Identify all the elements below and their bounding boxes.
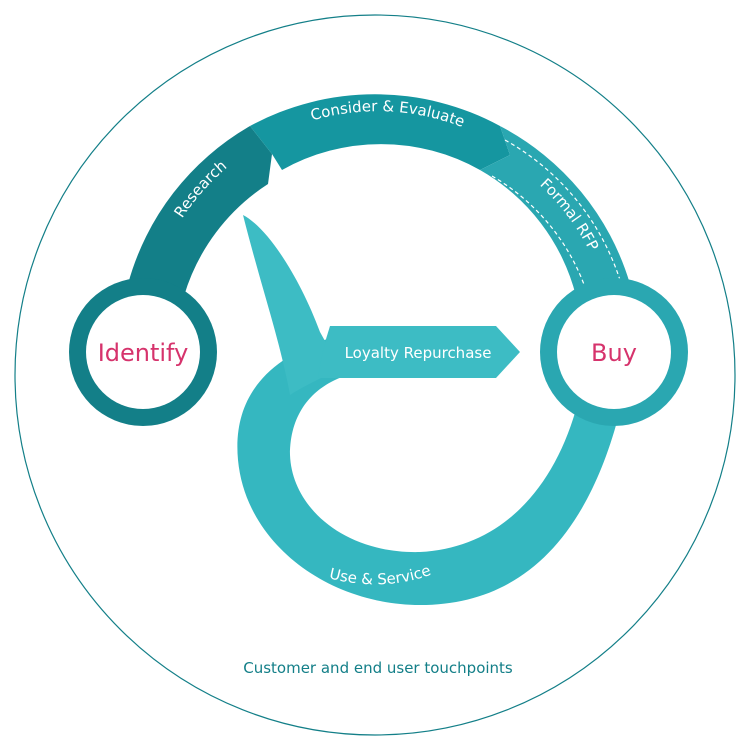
identify-label: Identify (98, 339, 189, 367)
research-segment (128, 126, 272, 296)
formal-rfp-dashed-outline (491, 139, 621, 291)
loyalty-sweep (243, 215, 340, 395)
touchpoints-boundary (14, 14, 736, 736)
formal-rfp-segment (480, 126, 630, 296)
buy-label: Buy (591, 339, 637, 367)
loyalty-repurchase-label: Loyalty Repurchase (345, 344, 492, 362)
touchpoints-caption: Customer and end user touchpoints (243, 659, 513, 677)
consider-evaluate-segment (250, 94, 510, 170)
loyalty-repurchase-arrow (318, 326, 520, 378)
buy-node-center (557, 295, 671, 409)
identify-node-center (86, 295, 200, 409)
use-service-loop (237, 335, 618, 605)
